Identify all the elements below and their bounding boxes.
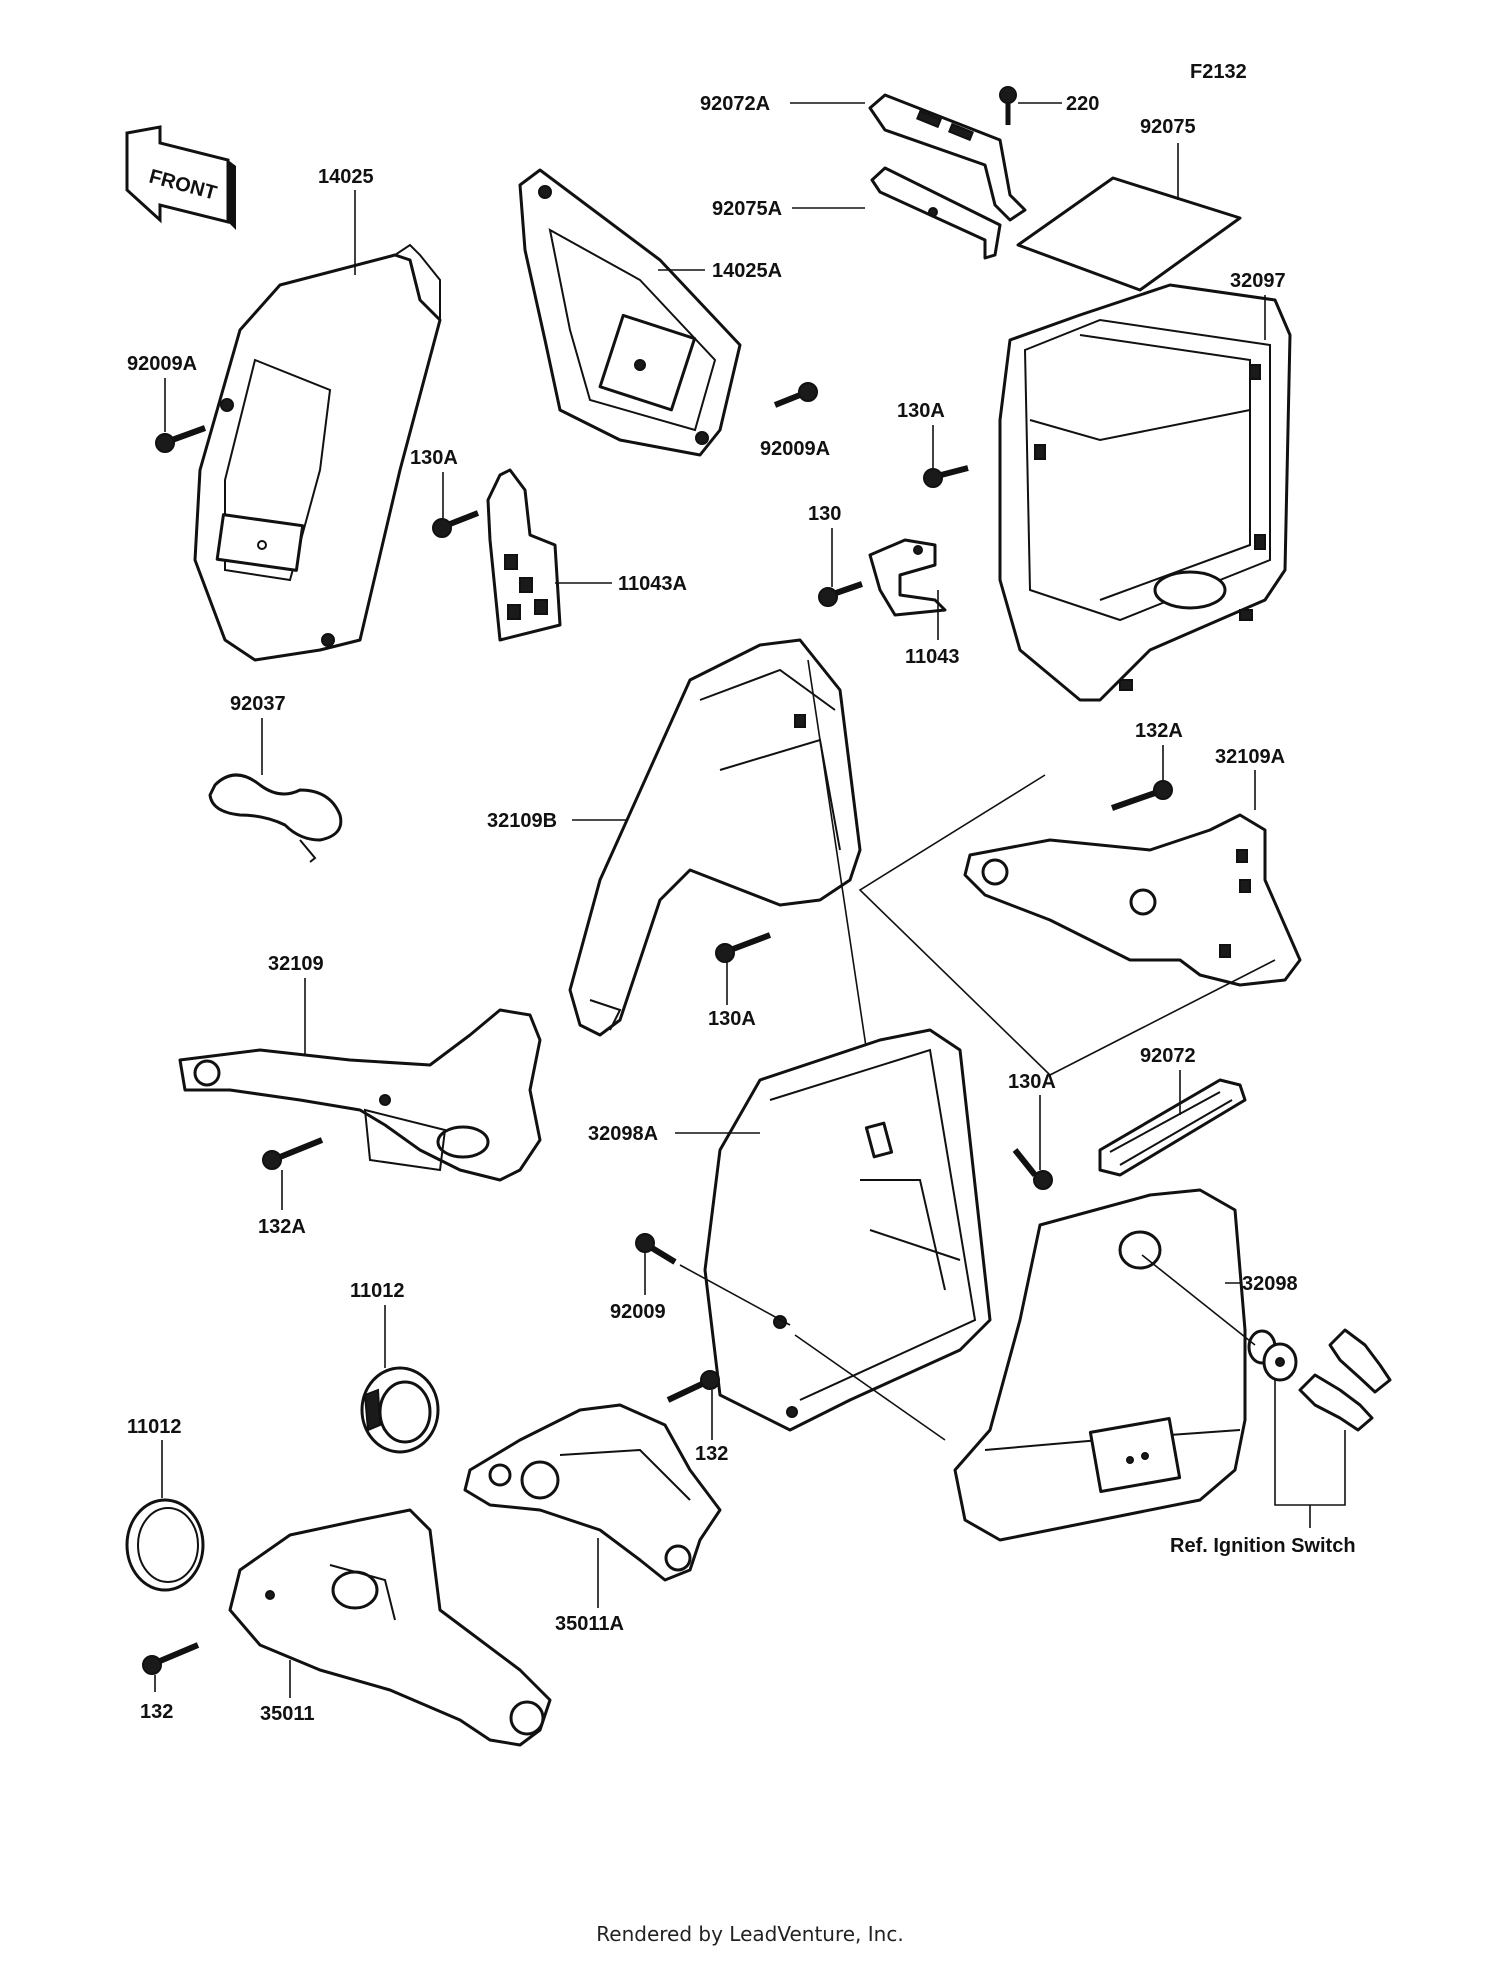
part-14025-cover [193,243,442,662]
part-32109A-bracket [963,813,1302,987]
screw-92009-icon [635,1233,677,1265]
label-14025: 14025 [318,166,374,188]
part-32097-battery-case [998,283,1292,702]
alignment-line-cover [794,1334,946,1441]
footer-credit: Rendered by LeadVenture, Inc. [596,1922,904,1946]
label-92009: 92009 [610,1301,666,1323]
screw-220-icon [999,86,1017,125]
part-92075-pad [1016,176,1242,292]
label-11043A: 11043A [618,573,687,595]
screw-132-a-icon [666,1370,720,1403]
label-132-b: 132 [140,1701,173,1723]
label-130A-b: 130A [897,400,945,422]
part-92037-clamp [208,773,343,863]
label-92075A: 92075A [712,198,782,220]
label-ref-ignition-switch: Ref. Ignition Switch [1170,1535,1356,1557]
label-92037: 92037 [230,693,286,715]
part-11043-bracket [868,538,947,617]
label-11043: 11043 [905,646,960,668]
screw-132-b-icon [142,1642,200,1675]
part-11012-cap-lower [125,1498,205,1592]
label-32097: 32097 [1230,270,1286,292]
label-132A-b: 132A [258,1216,306,1238]
part-32109-bracket [178,1008,542,1182]
label-132-a: 132 [695,1443,728,1465]
label-92072: 92072 [1140,1045,1196,1067]
lock-cylinder-icon [1247,1329,1298,1382]
part-92072-strap [1098,1078,1247,1177]
part-14025A-cover [518,168,742,457]
label-35011: 35011 [260,1703,315,1725]
leader-lock [1141,1254,1256,1346]
label-32109A: 32109A [1215,746,1285,768]
label-130: 130 [808,503,841,525]
figure-id: F2132 [1190,61,1247,83]
label-92009A-right: 92009A [760,438,830,460]
label-14025A: 14025A [712,260,782,282]
screw-130-icon [818,581,863,607]
label-35011A: 35011A [555,1613,624,1635]
screw-132A-a-icon [1111,780,1173,811]
label-32109B: 32109B [487,810,557,832]
part-92072A-strap [868,93,1027,222]
label-11012-lower: 11012 [127,1416,182,1438]
label-92075: 92075 [1140,116,1196,138]
label-130A-a: 130A [410,447,458,469]
front-arrow-icon: FRONT [125,125,236,230]
part-32098A-box [703,1028,992,1432]
label-92072A: 92072A [700,93,770,115]
label-220: 220 [1066,93,1099,115]
part-32109B-bracket [568,638,862,1037]
part-11012-grommet-upper [360,1366,440,1454]
label-32098A: 32098A [588,1123,658,1145]
screw-130A-d-icon [1012,1148,1053,1190]
label-32109: 32109 [268,953,324,975]
alignment-line-vertical [807,659,869,1061]
label-32098: 32098 [1242,1273,1298,1295]
screw-92009A-left-icon [155,425,207,453]
screw-130A-a-icon [432,510,480,538]
leader-92009-line [679,1264,791,1326]
label-130A-d: 130A [1008,1071,1056,1093]
screw-92009A-right-icon [773,382,818,408]
label-92009A-left: 92009A [127,353,197,375]
screw-130A-b-icon [923,465,969,488]
part-11043A-bracket [486,468,562,642]
alignment-lines [858,774,1276,1076]
screw-132A-b-icon [262,1137,324,1170]
label-11012-upper: 11012 [350,1280,405,1302]
screw-130A-c-icon [715,932,772,963]
label-130A-c: 130A [708,1008,756,1030]
label-132A-a: 132A [1135,720,1183,742]
part-32098-cover [953,1188,1247,1542]
part-35011-bracket [228,1508,552,1747]
key-icon [1298,1328,1392,1432]
part-92075A-bracket [870,166,1002,260]
part-35011A-bracket [463,1403,722,1582]
